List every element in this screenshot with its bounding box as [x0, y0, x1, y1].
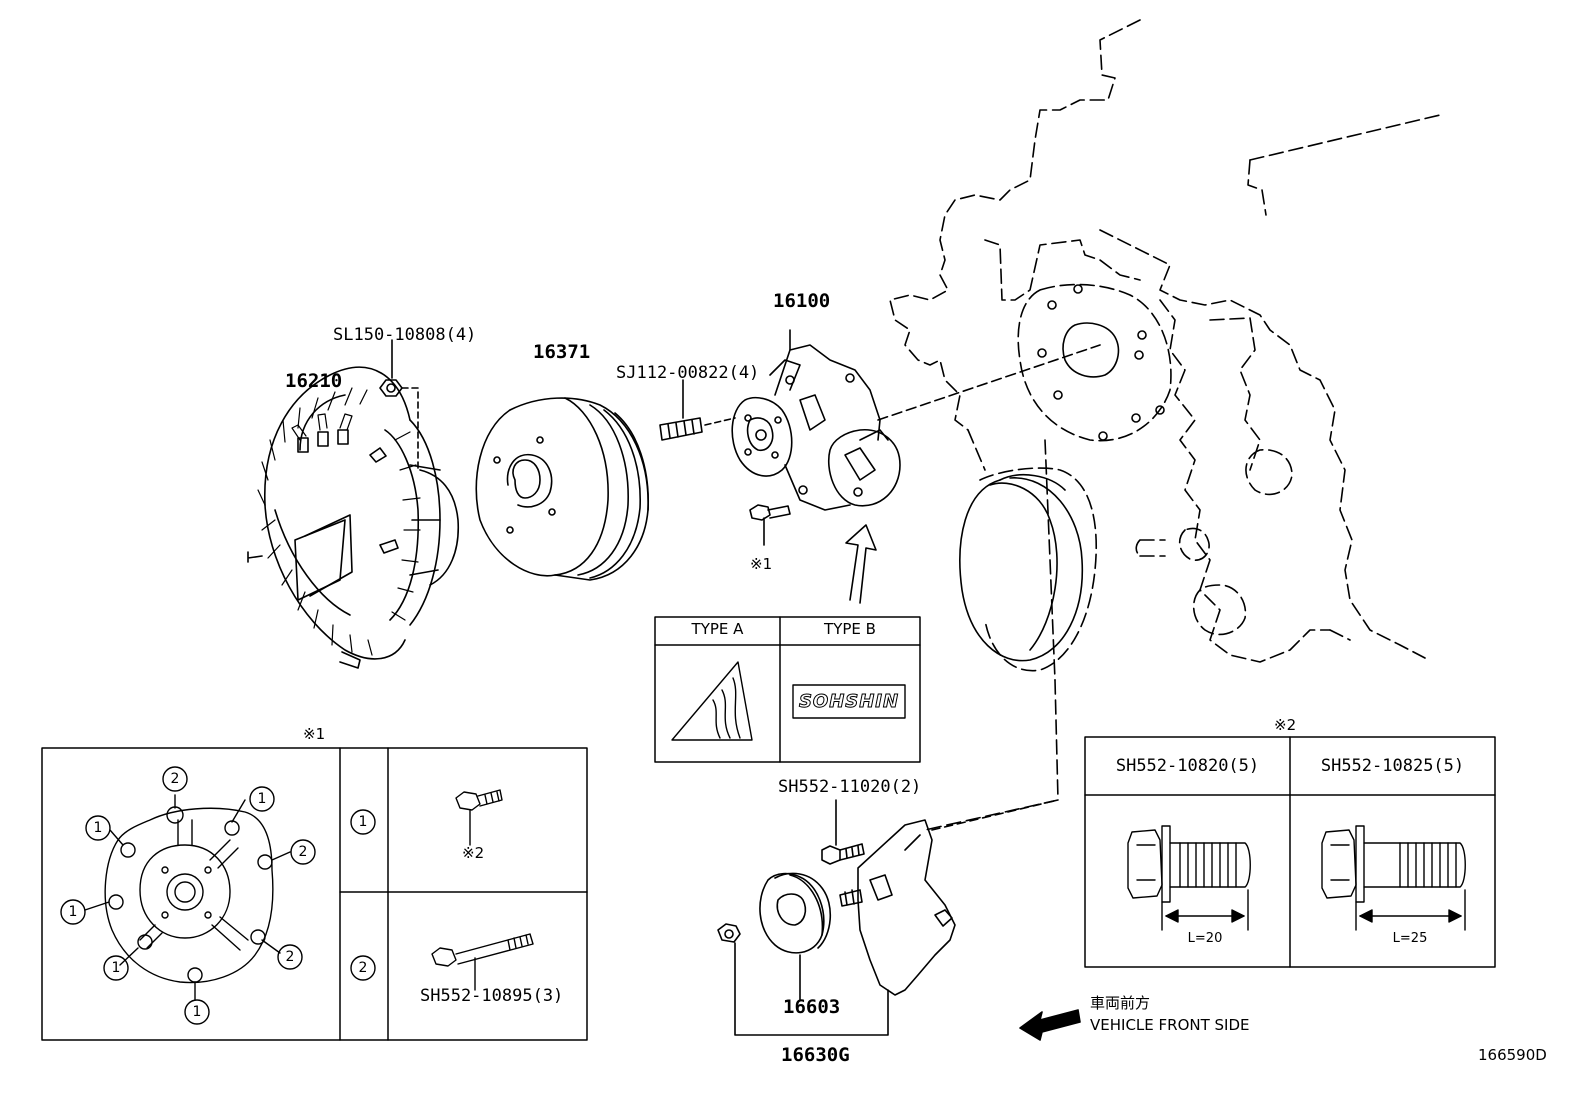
water-pump-part-number[interactable]: 16100	[773, 290, 831, 312]
water-pump-drawing	[731, 329, 1101, 604]
type-a-casting	[671, 661, 753, 741]
diagram-code: 166590D	[1478, 1046, 1547, 1064]
circle-label: 2	[285, 949, 295, 965]
row1-ref-mark: ※2	[462, 844, 485, 862]
ref1-table-title: ※1	[303, 725, 326, 743]
ref2-table-frame	[1084, 736, 1496, 968]
front-arrow-icon	[1019, 1009, 1081, 1041]
bracket-bolt-part-number[interactable]: SH552-11020(2)	[778, 777, 922, 797]
row2-key: 2	[358, 960, 368, 976]
row2-part-number[interactable]: SH552-10895(3)	[420, 986, 564, 1006]
engine-block-outline	[889, 19, 1441, 831]
ref1-circles	[60, 766, 376, 1025]
bolt-l25-drawing	[1321, 825, 1466, 931]
type-table-frame	[654, 616, 921, 763]
bolt-l20-part-number[interactable]: SH552-10820(5)	[1115, 756, 1260, 776]
front-side-label-en: VEHICLE FRONT SIDE	[1090, 1016, 1250, 1034]
crank-pulley	[959, 474, 1084, 662]
circle-label: 1	[93, 820, 103, 836]
idler-pulley-drawing	[717, 872, 889, 1036]
bolt-l25-length: L=25	[1392, 931, 1428, 946]
circle-label: 2	[298, 844, 308, 860]
ref1-table-frame	[41, 747, 588, 1041]
engine-bolt-holes	[1037, 284, 1165, 441]
stud-part-number[interactable]: SJ112-00822(4)	[616, 363, 760, 383]
sohshin-logo: SOHSHIN	[798, 691, 900, 713]
fan-clutch-part-number[interactable]: 16210	[285, 370, 343, 392]
circle-label: 2	[170, 771, 180, 787]
type-b-label: TYPE B	[824, 620, 876, 638]
fan-clutch-nut-part-number[interactable]: SL150-10808(4)	[333, 325, 477, 345]
stud-drawing	[659, 379, 736, 441]
fan-pulley-drawing	[475, 397, 650, 581]
fan-clutch-drawing	[247, 366, 460, 669]
ref1-bolt-drawings	[431, 789, 534, 991]
idler-assy-part-number[interactable]: 16630G	[781, 1044, 850, 1066]
type-b-logo-frame	[792, 684, 906, 719]
pump-flange-drawing	[84, 794, 291, 1001]
idler-pulley-part-number[interactable]: 16603	[783, 996, 841, 1018]
bracket-drawing	[821, 799, 1059, 996]
front-side-label-jp: 車両前方	[1090, 994, 1151, 1012]
bolt-l25-part-number[interactable]: SH552-10825(5)	[1320, 756, 1465, 776]
bolt-l20-length: L=20	[1187, 931, 1223, 946]
row1-key: 1	[358, 814, 368, 830]
circle-label: 1	[257, 791, 267, 807]
bolt-l20-drawing	[1127, 825, 1251, 931]
circle-label: 1	[192, 1004, 202, 1020]
ref1-mark-label: ※1	[750, 555, 773, 573]
ref2-table-title: ※2	[1274, 716, 1297, 734]
fan-pulley-part-number[interactable]: 16371	[533, 341, 591, 363]
circle-label: 1	[68, 904, 78, 920]
circle-label: 1	[111, 960, 121, 976]
type-a-label: TYPE A	[691, 620, 744, 638]
fan-clutch-nut-drawing	[379, 339, 419, 471]
